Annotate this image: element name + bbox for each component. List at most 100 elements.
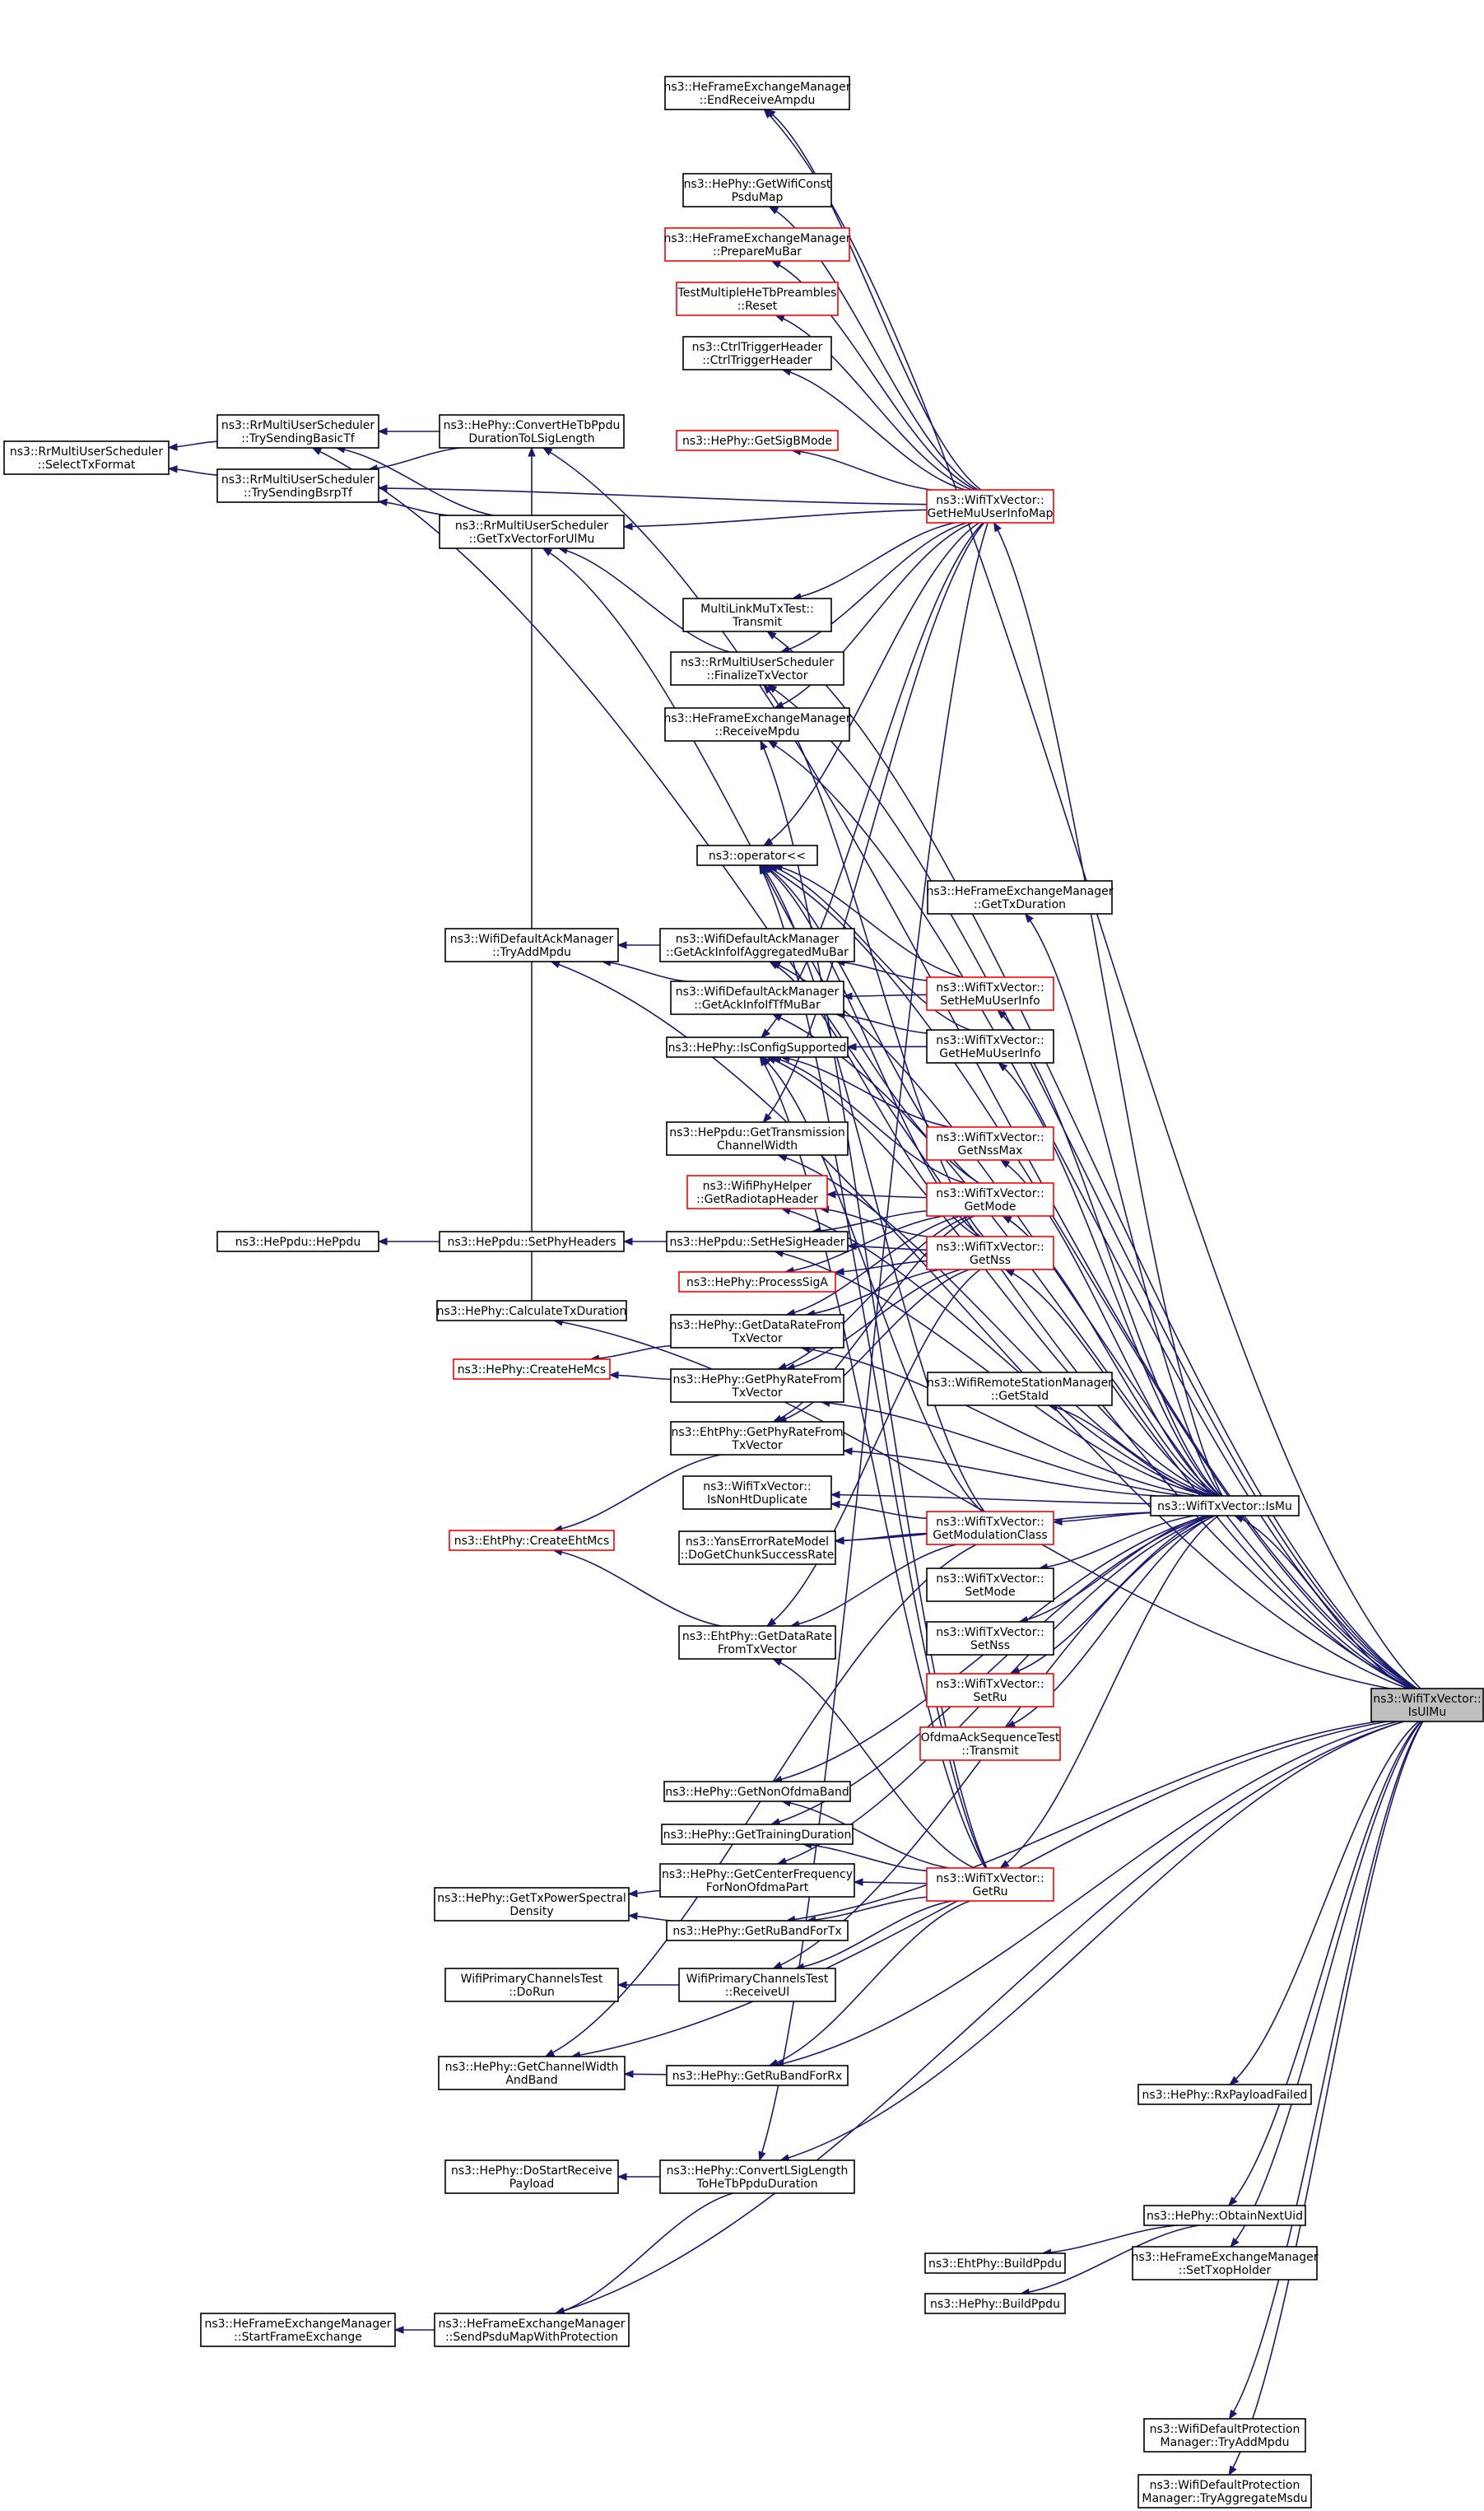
edge-n_txchw-n_gethemumap (762, 522, 985, 1124)
node-sethemuuser[interactable]: ns3::WifiTxVector::SetHeMuUserInfo (926, 976, 1054, 1011)
node-convlsig[interactable]: ns3::HePhy::ConvertLSigLengthToHeTbPpduD… (659, 2159, 855, 2194)
node-radiotap[interactable]: ns3::WifiPhyHelper::GetRadiotapHeader (686, 1175, 828, 1209)
node-ctrltrig[interactable]: ns3::CtrlTriggerHeader::CtrlTriggerHeade… (682, 336, 832, 370)
edge-n_startframe-n_sendpsdu (393, 2326, 435, 2334)
node-ismu[interactable]: ns3::WifiTxVector::IsMu (1150, 1495, 1300, 1516)
node-gettxul[interactable]: ns3::RrMultiUserScheduler::GetTxVectorFo… (439, 515, 625, 549)
node-sethdr[interactable]: ns3::HePpdu::SetPhyHeaders (439, 1231, 625, 1252)
node-procsiga[interactable]: ns3::HePhy::ProcessSigA (678, 1271, 836, 1293)
edge-n_operator-n_gethemumap (762, 522, 980, 846)
node-ehtbuild[interactable]: ns3::EhtPhy::BuildPpdu (924, 2252, 1066, 2274)
edge-arrowhead (834, 1536, 844, 1544)
node-getnss[interactable]: ns3::WifiTxVector::GetNss (926, 1236, 1054, 1270)
node-isnonht[interactable]: ns3::WifiTxVector::IsNonHtDuplicate (682, 1475, 832, 1510)
node-box (678, 1968, 836, 2002)
node-box (670, 1368, 844, 1403)
node-convtb[interactable]: ns3::HePhy::ConvertHeTbPpduDurationToLSi… (439, 414, 625, 449)
node-getru[interactable]: ns3::WifiTxVector::GetRu (926, 1867, 1054, 1902)
node-calctx[interactable]: ns3::HePhy::CalculateTxDuration (436, 1300, 627, 1321)
node-protadd[interactable]: ns3::WifiDefaultProtectionManager::TryAd… (1143, 2418, 1306, 2453)
node-setnss[interactable]: ns3::WifiTxVector::SetNss (926, 1621, 1054, 1656)
node-box (678, 1271, 836, 1293)
node-preparemu[interactable]: ns3::HeFrameExchangeManager::PrepareMuBa… (663, 227, 851, 262)
node-finalize[interactable]: ns3::RrMultiUserScheduler::FinalizeTxVec… (670, 651, 844, 686)
edge-line (786, 1721, 1379, 1922)
node-getstaid[interactable]: ns3::WifiRemoteStationManager::GetStaId (927, 1372, 1113, 1406)
node-ackmubar[interactable]: ns3::WifiDefaultAckManager::GetAckInfoIf… (659, 928, 855, 962)
node-setmode[interactable]: ns3::WifiTxVector::SetMode (926, 1568, 1054, 1602)
node-getsigb[interactable]: ns3::HePhy::GetSigBMode (676, 430, 839, 451)
node-label-line: ns3::WifiDefaultProtection (1150, 2479, 1300, 2492)
node-setru[interactable]: ns3::WifiTxVector::SetRu (926, 1673, 1054, 1707)
node-dochunk[interactable]: ns3::YansErrorRateModel::DoGetChunkSucce… (678, 1530, 836, 1565)
node-getmode[interactable]: ns3::WifiTxVector::GetMode (926, 1182, 1054, 1217)
edge-line (792, 450, 933, 491)
node-label-line: ns3::HePpdu::HePpdu (235, 1236, 361, 1249)
edge-line (1053, 1512, 1151, 1523)
node-box (666, 1037, 849, 1058)
node-nonofdma[interactable]: ns3::HePhy::GetNonOfdmaBand (663, 1781, 851, 1802)
node-sendpsdu[interactable]: ns3::HeFrameExchangeManager::SendPsduMap… (434, 2313, 630, 2347)
node-label-line: TxVector (731, 1439, 783, 1452)
node-endrx[interactable]: ns3::HeFrameExchangeManager::EndReceiveA… (663, 76, 851, 110)
edge-n_tryaddmpdu-n_isulmu (550, 961, 1408, 1689)
node-gethemumap[interactable]: ns3::WifiTxVector::GetHeMuUserInfoMap (926, 489, 1054, 524)
node-obtainuid[interactable]: ns3::HePhy::ObtainNextUid (1143, 2205, 1306, 2226)
node-gettxdur[interactable]: ns3::HeFrameExchangeManager::GetTxDurati… (926, 880, 1114, 915)
node-trybasic[interactable]: ns3::RrMultiUserScheduler::TrySendingBas… (216, 414, 379, 449)
node-primdorun[interactable]: WifiPrimaryChannelsTest::DoRun (444, 1968, 619, 2002)
node-box (449, 1530, 615, 1551)
node-isulmu[interactable]: ns3::WifiTxVector::IsUlMu (1370, 1688, 1484, 1722)
node-label-line: ns3::WifiRemoteStationManager (927, 1377, 1113, 1390)
node-tryaddmpdu[interactable]: ns3::WifiDefaultAckManager::TryAddMpdu (444, 928, 619, 962)
node-multilink[interactable]: MultiLinkMuTxTest::Transmit (682, 598, 832, 632)
node-createehtmcs[interactable]: ns3::EhtPhy::CreateEhtMcs (449, 1530, 615, 1551)
node-operator[interactable]: ns3::operator<< (696, 845, 818, 866)
node-acktfmubar[interactable]: ns3::WifiDefaultAckManager::GetAckInfoIf… (670, 981, 844, 1015)
node-gethemuuser[interactable]: ns3::WifiTxVector::GetHeMuUserInfo (926, 1029, 1054, 1064)
node-recvmpdu[interactable]: ns3::HeFrameExchangeManager::ReceiveMpdu (663, 707, 851, 742)
node-rxpayload[interactable]: ns3::HePhy::RxPayloadFailed (1137, 2084, 1312, 2105)
node-box (3, 440, 170, 475)
node-ofdmatest[interactable]: OfdmaAckSequenceTest::Transmit (919, 1726, 1061, 1761)
node-rubandtx[interactable]: ns3::HePhy::GetRuBandForTx (666, 1920, 849, 1941)
edge-line (1021, 2224, 1199, 2294)
edge-arrowhead (1228, 2409, 1238, 2420)
node-getnssmax[interactable]: ns3::WifiTxVector::GetNssMax (926, 1126, 1054, 1161)
node-box (1132, 2246, 1318, 2280)
node-protagg[interactable]: ns3::WifiDefaultProtectionManager::TryAg… (1137, 2474, 1312, 2509)
edge-line (1006, 1515, 1216, 1728)
edge-arrowhead (528, 446, 536, 457)
node-isconfig[interactable]: ns3::HePhy::IsConfigSupported (666, 1037, 849, 1058)
node-hebuild[interactable]: ns3::HePhy::BuildPpdu (924, 2293, 1066, 2314)
node-getmodclass[interactable]: ns3::WifiTxVector::GetModulationClass (926, 1511, 1054, 1545)
node-selecttx[interactable]: ns3::RrMultiUserScheduler::SelectTxForma… (3, 440, 170, 475)
node-training[interactable]: ns3::HePhy::GetTrainingDuration (661, 1824, 854, 1845)
node-settxop[interactable]: ns3::HeFrameExchangeManager::SetTxopHold… (1131, 2246, 1319, 2280)
node-label-line: WifiPrimaryChannelsTest (461, 1973, 603, 1986)
node-label-line: ns3::WifiTxVector:: (936, 1516, 1044, 1529)
node-sethesig[interactable]: ns3::HePpdu::SetHeSigHeader (666, 1231, 849, 1252)
edge-arrowhead (1230, 2237, 1240, 2248)
node-label-line: ns3::HePhy::CalculateTxDuration (437, 1305, 627, 1318)
node-heppdu[interactable]: ns3::HePpdu::HePpdu (216, 1231, 379, 1252)
node-trybsrp[interactable]: ns3::RrMultiUserScheduler::TrySendingBsr… (216, 468, 379, 503)
node-box (926, 1126, 1054, 1161)
node-testreset[interactable]: TestMultipleHeTbPreambles::Reset (676, 282, 839, 316)
node-box (926, 1673, 1054, 1707)
node-createhemcs[interactable]: ns3::HePhy::CreateHeMcs (453, 1358, 611, 1380)
node-primrecv[interactable]: WifiPrimaryChannelsTest::ReceiveUl (678, 1968, 836, 2002)
node-rubandrx[interactable]: ns3::HePhy::GetRuBandForRx (666, 2065, 849, 2086)
node-startframe[interactable]: ns3::HeFrameExchangeManager::StartFrameE… (200, 2313, 396, 2347)
edge-line (830, 1493, 1151, 1505)
node-centerfreq[interactable]: ns3::HePhy::GetCenterFrequencyForNonOfdm… (659, 1863, 855, 1898)
